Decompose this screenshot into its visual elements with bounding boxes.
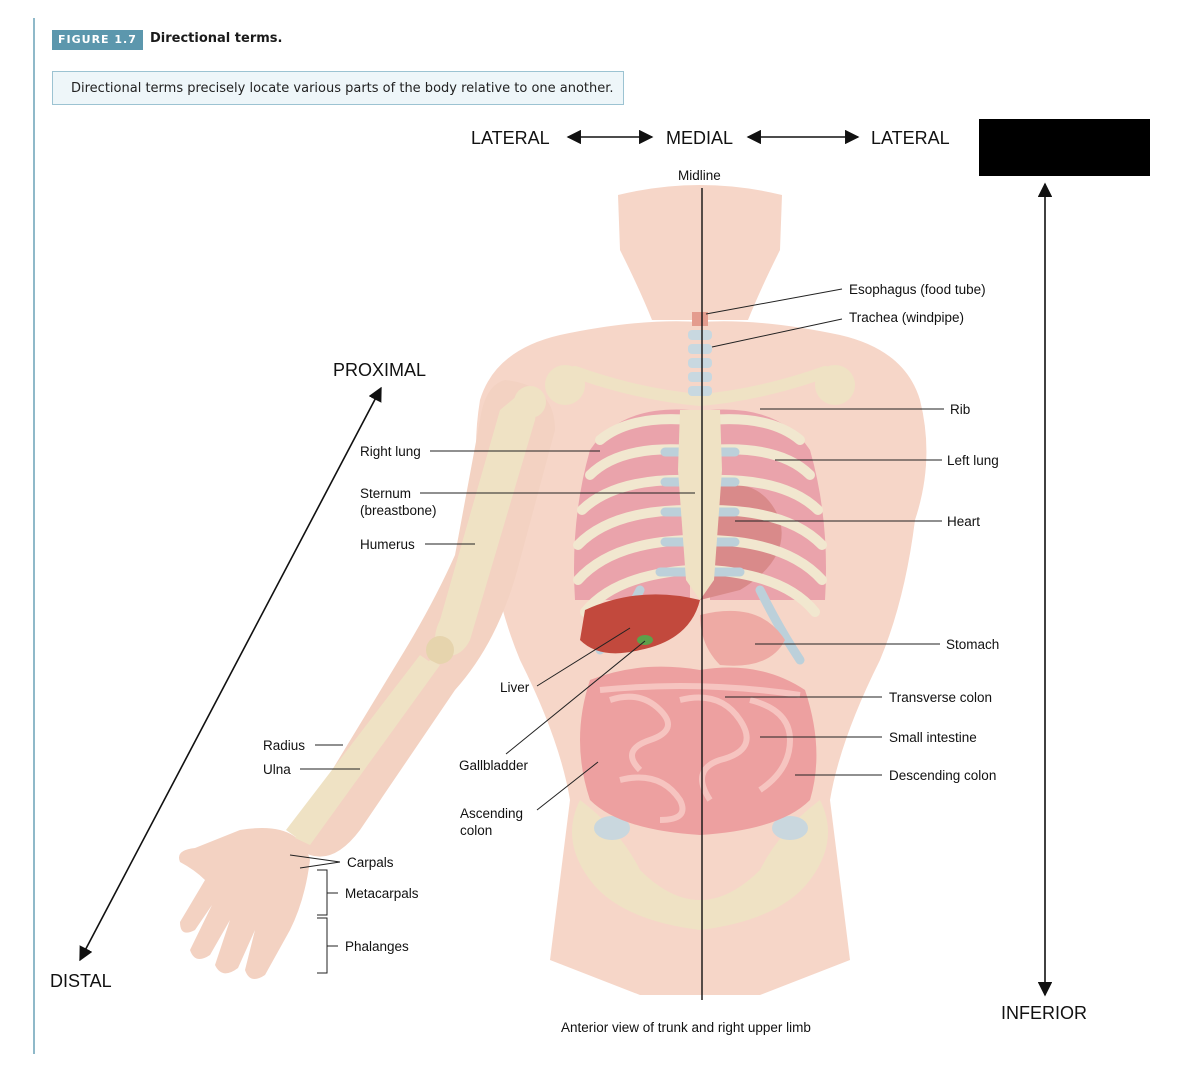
- label-descending-colon: Descending colon: [889, 768, 996, 783]
- label-carpals: Carpals: [347, 855, 394, 870]
- shoulder-joint: [514, 386, 546, 418]
- label-metacarpals: Metacarpals: [345, 886, 419, 901]
- label-inferior: INFERIOR: [1001, 1003, 1087, 1023]
- view-caption: Anterior view of trunk and right upper l…: [561, 1020, 811, 1035]
- label-ulna: Ulna: [263, 762, 291, 777]
- label-sternum: Sternum: [360, 486, 411, 501]
- label-right-lung: Right lung: [360, 444, 421, 459]
- label-lateral-left: LATERAL: [471, 128, 550, 148]
- hand-skin: [179, 828, 310, 979]
- label-medial: MEDIAL: [666, 128, 733, 148]
- trachea-shape: [688, 330, 712, 396]
- body-illustration: [179, 185, 926, 995]
- label-trachea: Trachea (windpipe): [849, 310, 964, 325]
- label-heart: Heart: [947, 514, 980, 529]
- label-midline: Midline: [678, 168, 721, 183]
- label-distal: DISTAL: [50, 971, 112, 991]
- label-gallbladder: Gallbladder: [459, 758, 529, 773]
- label-radius: Radius: [263, 738, 305, 753]
- shoulder-right: [815, 365, 855, 405]
- label-ascending-colon: Ascending: [460, 806, 523, 821]
- head-neck: [618, 185, 782, 320]
- label-humerus: Humerus: [360, 537, 415, 552]
- label-phalanges: Phalanges: [345, 939, 409, 954]
- label-proximal: PROXIMAL: [333, 360, 426, 380]
- label-small-intestine: Small intestine: [889, 730, 977, 745]
- bracket-metacarpals: [317, 870, 338, 915]
- elbow-joint: [426, 636, 454, 664]
- label-sternum-sub: (breastbone): [360, 503, 437, 518]
- label-ascending-colon-sub: colon: [460, 823, 492, 838]
- gallbladder-shape: [637, 635, 653, 645]
- label-transverse-colon: Transverse colon: [889, 690, 992, 705]
- label-rib: Rib: [950, 402, 970, 417]
- label-esophagus: Esophagus (food tube): [849, 282, 986, 297]
- redaction-box: [979, 119, 1150, 176]
- bracket-phalanges: [317, 918, 338, 973]
- esophagus-shape: [692, 312, 708, 326]
- shoulder-left: [545, 365, 585, 405]
- label-left-lung: Left lung: [947, 453, 999, 468]
- label-stomach: Stomach: [946, 637, 999, 652]
- label-liver: Liver: [500, 680, 530, 695]
- label-lateral-right: LATERAL: [871, 128, 950, 148]
